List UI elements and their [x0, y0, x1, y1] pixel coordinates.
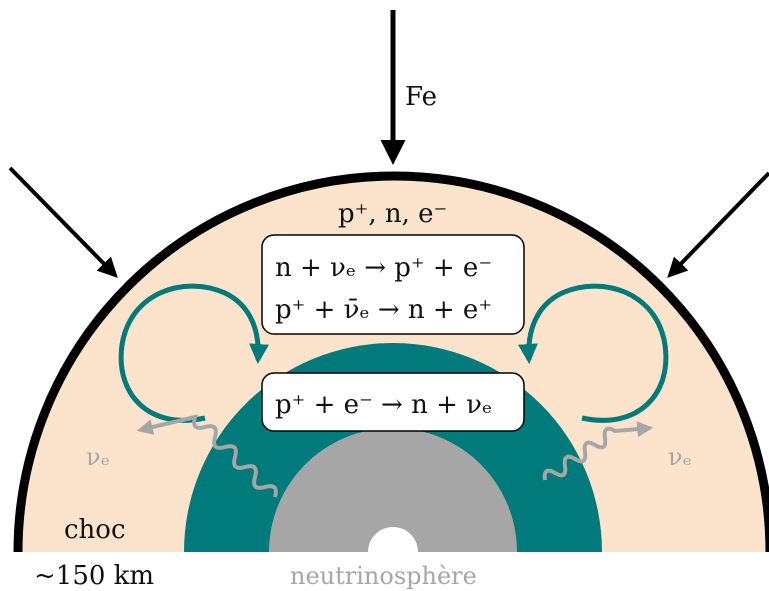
core-center — [368, 527, 418, 552]
neutrinosphere-label: neutrinosphère — [290, 562, 477, 590]
infall-arrow-left — [8, 166, 118, 278]
shock-radius-label: ~150 km — [34, 561, 154, 591]
composition-label: p⁺, n, e⁻ — [338, 199, 447, 229]
reaction-line-3: p⁺ + e⁻ → n + νₑ — [275, 390, 492, 420]
neutrino-wave-left — [136, 414, 278, 498]
shock-label: choc — [64, 515, 126, 545]
convection-loop-left — [118, 283, 270, 423]
neutrino-label-right: νₑ — [668, 443, 692, 471]
neutrino-wave-right — [542, 421, 654, 481]
infall-arrow-right — [667, 171, 769, 278]
reaction-line-2: p⁺ + ν̄ₑ → n + e⁺ — [275, 295, 492, 325]
proto-neutron-star-core — [269, 428, 517, 552]
shock-front — [13, 171, 769, 553]
reaction-line-1: n + νₑ → p⁺ + e⁻ — [275, 253, 492, 283]
neutrino-label-left: νₑ — [86, 443, 110, 471]
infall-label: Fe — [405, 82, 437, 112]
reaction-box-top — [261, 234, 525, 335]
reaction-box-bottom — [261, 372, 525, 432]
convection-loop-right — [517, 283, 669, 423]
